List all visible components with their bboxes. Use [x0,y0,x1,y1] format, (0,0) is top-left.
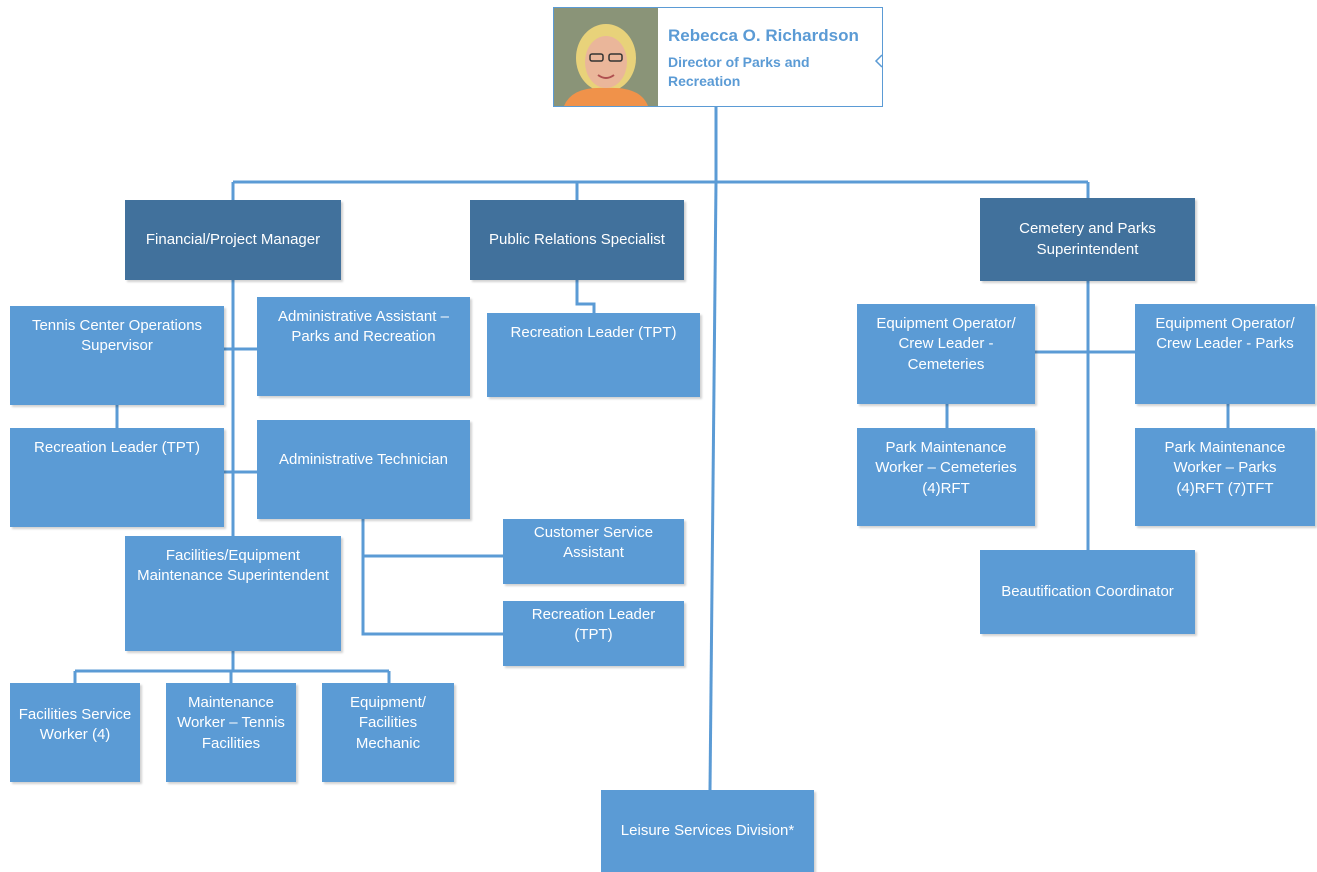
director-photo [554,8,658,106]
administrative-technician-box: Administrative Technician [257,420,470,519]
leisure-services-division-box: Leisure Services Division* [601,790,814,872]
cemetery-parks-superintendent-box: Cemetery and Parks Superintendent [980,198,1195,281]
park-maintenance-cemeteries-box: Park Maintenance Worker – Cemeteries (4)… [857,428,1035,526]
public-relations-specialist-box: Public Relations Specialist [470,200,684,280]
customer-service-assistant-box: Customer Service Assistant [503,519,684,584]
financial-project-manager-box: Financial/Project Manager [125,200,341,280]
administrative-assistant-box: Administrative Assistant – Parks and Rec… [257,297,470,396]
recreation-leader-pr-box: Recreation Leader (TPT) [487,313,700,397]
facilities-service-worker-box: Facilities Service Worker (4) [10,683,140,782]
park-maintenance-parks-box: Park Maintenance Worker – Parks (4)RFT (… [1135,428,1315,526]
equipment-facilities-mechanic-box: Equipment/ Facilities Mechanic [322,683,454,782]
director-title: Director of Parks and Recreation [668,54,810,89]
recreation-leader-tennis-box: Recreation Leader (TPT) [10,428,224,527]
beautification-coordinator-box: Beautification Coordinator [980,550,1195,634]
chevron-left-icon [874,54,883,68]
director-name: Rebecca O. Richardson [668,26,859,45]
crew-leader-parks-box: Equipment Operator/ Crew Leader - Parks [1135,304,1315,404]
crew-leader-cemeteries-box: Equipment Operator/ Crew Leader - Cemete… [857,304,1035,404]
tennis-center-supervisor-box: Tennis Center Operations Supervisor [10,306,224,405]
director-card: Rebecca O. Richardson Director of Parks … [553,7,883,107]
maintenance-worker-tennis-box: Maintenance Worker – Tennis Facilities [166,683,296,782]
recreation-leader-admin-box: Recreation Leader (TPT) [503,601,684,666]
facilities-equipment-superintendent-box: Facilities/Equipment Maintenance Superin… [125,536,341,651]
